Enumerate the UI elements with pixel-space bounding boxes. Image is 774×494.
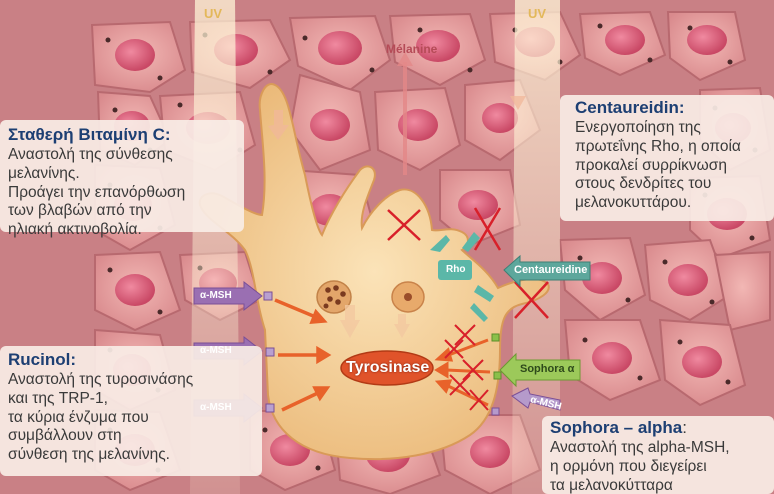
centaureidin-block: Centaureidin: Ενεργοποίηση της πρωτεΐνης… bbox=[575, 98, 771, 213]
rucinol-line-3: τα κύρια ένζυμα που bbox=[8, 409, 260, 428]
uv-label-left: UV bbox=[204, 6, 222, 21]
vitamin-c-line-2: Προάγει την επανόρθωση bbox=[8, 184, 244, 203]
sophora-title: Sophora – alpha: bbox=[550, 418, 772, 439]
melanocyte-nucleus bbox=[392, 282, 424, 312]
rho-label: Rho bbox=[446, 264, 465, 275]
sophora-tag: Sophora α bbox=[520, 363, 574, 375]
vitamin-c-title: Σταθερή Βιταμίνη C: bbox=[8, 125, 244, 146]
vitamin-c-line-3: των βλαβών από την bbox=[8, 202, 244, 221]
rucinol-line-1: Αναστολή της τυροσινάσης bbox=[8, 371, 260, 390]
centaureidin-title: Centaureidin: bbox=[575, 98, 771, 119]
centaureidin-line-3: προκαλεί συρρίκνωση bbox=[575, 157, 771, 176]
uv-label-right: UV bbox=[528, 6, 546, 21]
tyrosinase-label: Tyrosinase bbox=[346, 359, 429, 377]
rucinol-block: Rucinol: Αναστολή της τυροσινάσης και τη… bbox=[8, 350, 260, 465]
vitamin-c-block: Σταθερή Βιταμίνη C: Αναστολή της σύνθεση… bbox=[8, 125, 244, 240]
centaureidine-tag: Centaureidine bbox=[514, 264, 587, 276]
sophora-title-text: Sophora – alpha bbox=[550, 418, 682, 437]
vitamin-c-line-1: Αναστολή της σύνθεσης μελανίνης. bbox=[8, 146, 244, 184]
vitamin-c-line-4: ηλιακή ακτινοβολία. bbox=[8, 221, 244, 240]
melanin-label: Mélanine bbox=[386, 42, 437, 56]
rucinol-title: Rucinol: bbox=[8, 350, 260, 371]
sophora-line-2: η ορμόνη που διεγείρει bbox=[550, 458, 772, 477]
centaureidin-line-4: στους δενδρίτες του bbox=[575, 175, 771, 194]
msh-label-1: α-MSH bbox=[200, 290, 232, 301]
centaureidin-line-1: Ενεργοποίηση της bbox=[575, 119, 771, 138]
rucinol-line-4: συμβάλλουν στη bbox=[8, 427, 260, 446]
sophora-line-1: Αναστολή της alpha-MSH, bbox=[550, 439, 772, 458]
centaureidin-line-5: μελανοκυττάρου. bbox=[575, 194, 771, 213]
sophora-block: Sophora – alpha: Αναστολή της alpha-MSH,… bbox=[550, 418, 772, 494]
centaureidin-line-2: πρωτεΐνης Rho, η οποία bbox=[575, 138, 771, 157]
sophora-line-3: τα μελανοκύτταρα bbox=[550, 477, 772, 494]
rucinol-line-5: σύνθεση της μελανίνης. bbox=[8, 446, 260, 465]
rucinol-line-2: και της TRP-1, bbox=[8, 390, 260, 409]
sophora-title-colon: : bbox=[682, 418, 687, 437]
